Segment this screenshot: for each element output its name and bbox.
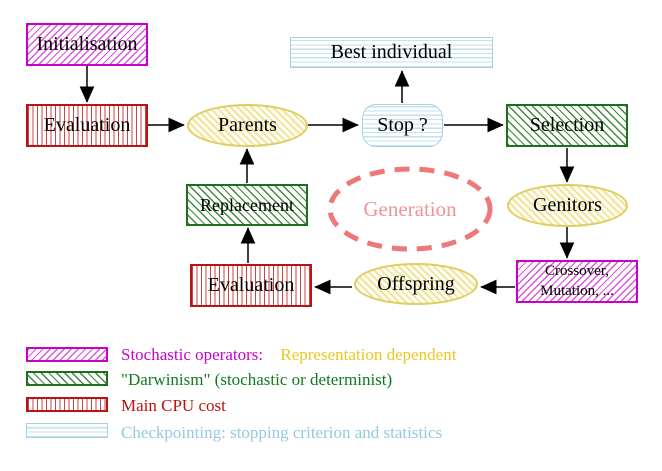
node-parents-label: Parents <box>218 114 277 136</box>
node-crossover-line2: Mutation, ... <box>540 282 614 299</box>
node-initialisation-label: Initialisation <box>36 33 138 55</box>
node-initialisation: Initialisation <box>26 23 148 66</box>
node-best-individual-label: Best individual <box>330 41 453 63</box>
node-selection-label: Selection <box>529 114 605 136</box>
node-generation: Generation <box>327 168 493 250</box>
node-evaluation-top: Evaluation <box>26 104 148 147</box>
legend-label-checkpointing: Checkpointing: stopping criterion and st… <box>121 423 442 443</box>
legend-label-main-cpu-cost-text: Main CPU cost <box>121 396 226 415</box>
node-crossover-line1: Crossover, <box>545 263 609 279</box>
node-offspring-label: Offspring <box>377 272 455 295</box>
legend-swatch-main-cpu-cost <box>26 397 108 412</box>
legend-label-checkpointing-text: Checkpointing: stopping criterion and st… <box>121 423 443 442</box>
node-replacement-label: Replacement <box>200 194 294 215</box>
legend-label-stochastic-operators: Stochastic operators: Representation dep… <box>121 345 456 365</box>
node-evaluation-top-label: Evaluation <box>43 114 131 136</box>
node-offspring: Offspring <box>354 263 478 305</box>
legend-swatch-checkpointing <box>26 423 108 438</box>
node-crossover-mutation: Crossover, Mutation, ... <box>516 260 638 303</box>
generation-dashed-ellipse <box>327 166 493 252</box>
node-genitors: Genitors <box>507 184 628 227</box>
legend-label-stochastic-operators-part1: Stochastic operators: <box>121 345 264 364</box>
legend-label-representation-dependent: Representation dependent <box>280 345 457 364</box>
legend-swatch-stochastic-operators <box>26 347 108 362</box>
legend-label-darwinism: "Darwinism" (stochastic or determinist) <box>121 370 392 390</box>
node-genitors-label: Genitors <box>533 194 602 216</box>
legend-swatch-darwinism <box>26 371 108 386</box>
node-parents: Parents <box>187 104 308 147</box>
node-replacement: Replacement <box>186 184 308 226</box>
legend-label-darwinism-text: "Darwinism" (stochastic or determinist) <box>121 370 393 389</box>
node-stop: Stop ? <box>362 104 443 147</box>
node-generation-label: Generation <box>363 196 457 221</box>
node-evaluation-bottom: Evaluation <box>190 264 312 307</box>
node-best-individual: Best individual <box>290 37 493 68</box>
node-stop-label: Stop ? <box>377 114 428 136</box>
node-selection: Selection <box>506 104 628 147</box>
legend-label-main-cpu-cost: Main CPU cost <box>121 396 226 416</box>
node-evaluation-bottom-label: Evaluation <box>207 274 295 296</box>
